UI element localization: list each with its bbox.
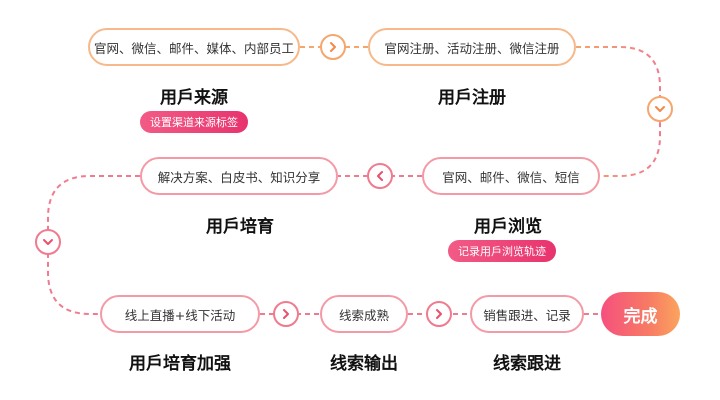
step-lead-output-text: 线索成熟	[338, 307, 389, 323]
step-source-title: 用戶来源	[160, 88, 228, 108]
step-browse-text: 官网、邮件、微信、短信	[442, 169, 580, 185]
step-nurture-box: 解决方案、白皮书、知识分享	[140, 157, 338, 195]
step-lead-follow-text: 销售跟进、记录	[483, 307, 571, 323]
step-nurture-plus-title: 用戶培育加强	[129, 354, 231, 374]
step-lead-follow-box: 销售跟进、记录	[470, 295, 584, 333]
step-nurture-plus-box: 线上直播+线下活动	[100, 295, 260, 333]
step-source-box: 官网、微信、邮件、媒体、内部员工	[88, 28, 300, 66]
source-tag-badge: 设置渠道来源标签	[140, 111, 248, 133]
chevron-right-icon	[320, 34, 346, 60]
chevron-right-icon	[426, 301, 452, 327]
step-register-title: 用戶注册	[438, 88, 506, 108]
step-lead-output-title: 线索输出	[330, 354, 398, 374]
step-lead-follow-title: 线索跟进	[493, 354, 561, 374]
chevron-down-icon	[647, 96, 673, 122]
chevron-left-icon	[367, 163, 393, 189]
chevron-down-icon	[35, 229, 61, 255]
step-browse-title: 用戶浏览	[474, 217, 542, 237]
step-nurture-plus-text: 线上直播+线下活动	[124, 307, 236, 323]
step-lead-output-box: 线索成熟	[320, 295, 408, 333]
step-nurture-text: 解决方案、白皮书、知识分享	[157, 169, 321, 185]
step-source-text: 官网、微信、邮件、媒体、内部员工	[93, 40, 294, 56]
step-nurture-title: 用戶培育	[206, 217, 274, 237]
done-badge: 完成	[601, 292, 680, 336]
step-browse-box: 官网、邮件、微信、短信	[422, 157, 600, 195]
browse-tag-badge: 记录用戶浏览轨迹	[448, 240, 556, 262]
chevron-right-icon	[273, 301, 299, 327]
step-register-box: 官网注册、活动注册、微信注册	[368, 28, 576, 66]
step-register-text: 官网注册、活动注册、微信注册	[384, 40, 560, 56]
